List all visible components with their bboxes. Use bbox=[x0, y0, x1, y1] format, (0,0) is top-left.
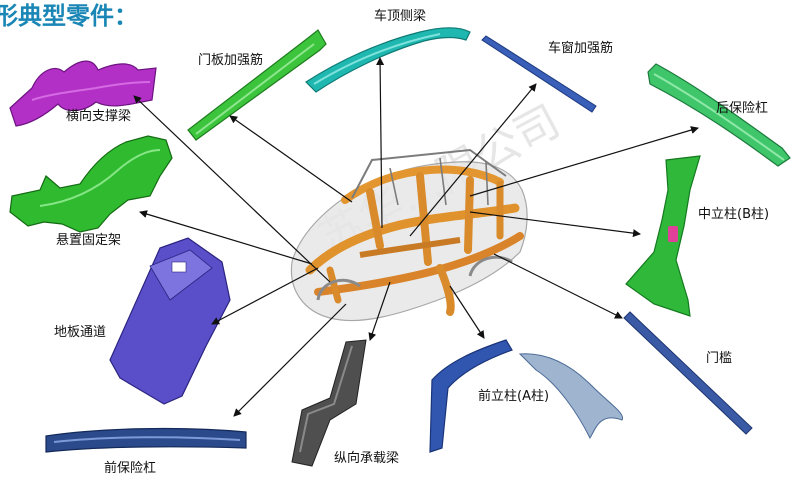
part-door-sill bbox=[623, 311, 753, 435]
part-floor-tunnel bbox=[109, 237, 231, 405]
arrow-suspension-bracket bbox=[139, 210, 313, 265]
arrow-window-reinforcement bbox=[409, 83, 537, 237]
label-door-sill: 门槛 bbox=[706, 351, 732, 366]
label-b-pillar: 中立柱(B柱) bbox=[698, 207, 769, 222]
part-longitudinal-beam bbox=[291, 339, 367, 467]
arrow-a-pillar bbox=[449, 285, 485, 339]
part-front-bumper bbox=[45, 427, 247, 453]
label-door-reinforcement: 门板加强筋 bbox=[198, 52, 263, 68]
page-title: 形典型零件： bbox=[0, 2, 138, 30]
label-longitudinal-beam: 纵向承载梁 bbox=[334, 450, 399, 466]
part-cross-support-beam bbox=[9, 60, 157, 127]
label-suspension-bracket: 悬置固定架 bbox=[56, 233, 121, 248]
part-suspension-bracket bbox=[9, 135, 173, 233]
part-a-pillar bbox=[429, 339, 624, 453]
label-cross-support-beam: 横向支撑梁 bbox=[66, 108, 131, 124]
arrow-front-bumper bbox=[233, 303, 347, 417]
label-floor-tunnel: 地板通道 bbox=[54, 325, 106, 340]
arrow-door-reinforcement bbox=[229, 115, 353, 203]
arrow-longitudinal-beam bbox=[368, 281, 391, 341]
arrow-b-pillar bbox=[469, 211, 641, 238]
label-front-bumper: 前保险杠 bbox=[104, 460, 156, 476]
label-roof-side-rail: 车顶侧梁 bbox=[374, 8, 426, 24]
arrow-rear-bumper bbox=[469, 126, 699, 197]
arrow-floor-tunnel bbox=[211, 267, 319, 325]
part-window-reinforcement bbox=[481, 35, 597, 113]
leader-arrows bbox=[133, 57, 699, 417]
part-rear-bumper bbox=[647, 63, 791, 167]
part-b-pillar bbox=[625, 155, 701, 317]
part-roof-side-rail bbox=[305, 27, 471, 93]
label-a-pillar: 前立柱(A柱) bbox=[478, 388, 549, 404]
label-rear-bumper: 后保险杠 bbox=[716, 100, 768, 116]
arrow-roof-side-rail bbox=[376, 57, 385, 229]
label-window-reinforcement: 车窗加强筋 bbox=[548, 40, 613, 56]
part-door-reinforcement bbox=[187, 29, 327, 141]
arrow-door-sill bbox=[493, 253, 623, 319]
car-body-in-white bbox=[290, 148, 528, 322]
arrow-cross-support-beam bbox=[133, 95, 331, 283]
